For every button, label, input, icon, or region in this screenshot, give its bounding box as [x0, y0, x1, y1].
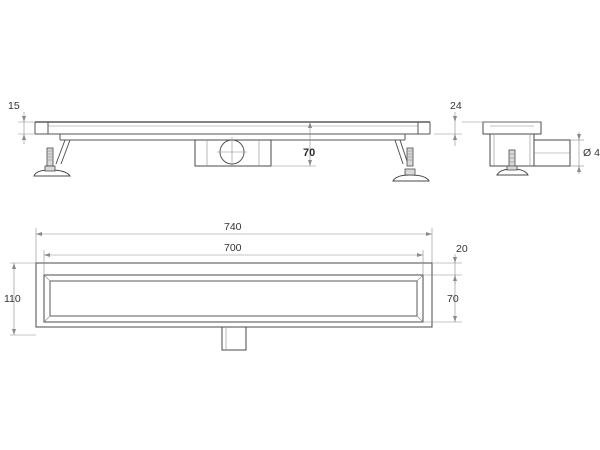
dim-arrow: [426, 232, 432, 236]
side-right-leg-strut2: [394, 139, 404, 165]
dim-arrow: [22, 134, 26, 140]
end-top-plate: [482, 121, 542, 135]
dim-label-diameter-40: Ø 40: [583, 147, 600, 159]
dim-arrow: [417, 253, 423, 257]
top-grate-corner: [43, 315, 51, 323]
dim-arrow: [453, 257, 457, 263]
side-right-leg: [392, 139, 430, 182]
top-grate-corner: [416, 274, 424, 282]
top-grate-inner: [49, 280, 418, 317]
end-view: 24 Ø 40: [434, 100, 600, 176]
end-dim-outlet-diameter: Ø 40: [570, 132, 600, 174]
side-dim-grate-height: 15: [8, 100, 35, 144]
side-dim-outlet-height: 70: [271, 122, 316, 167]
dim-arrow: [308, 160, 312, 166]
top-outer-flange: [35, 262, 433, 328]
dim-arrow: [453, 316, 457, 322]
end-dim-total-height: 24: [434, 100, 541, 146]
end-leg-nut: [506, 165, 518, 171]
top-outlet: [221, 326, 247, 351]
side-left-leg-nut: [44, 165, 56, 172]
top-grate-corner: [43, 274, 51, 282]
dim-arrow: [44, 253, 50, 257]
dim-arrow: [453, 116, 457, 122]
top-dim-grate-length: 700: [43, 242, 424, 275]
dim-arrow: [453, 134, 457, 140]
dim-label-740: 740: [224, 221, 242, 233]
dim-arrow: [308, 122, 312, 128]
dim-label-24: 24: [450, 100, 462, 112]
side-outlet-box: [194, 139, 272, 167]
top-dim-overall-length: 740: [35, 221, 433, 263]
top-dim-overall-width: 110: [4, 262, 36, 336]
top-grate-corner: [416, 315, 424, 323]
dim-label-700: 700: [224, 242, 242, 254]
dim-label-110: 110: [4, 293, 21, 305]
dim-arrow: [577, 166, 581, 172]
dim-label-70-side: 70: [303, 147, 315, 159]
dim-arrow: [22, 116, 26, 122]
dim-label-15: 15: [8, 100, 20, 112]
dim-arrow: [36, 232, 42, 236]
side-left-leg-strut: [55, 139, 66, 165]
top-grate-outer: [43, 274, 424, 323]
top-view: 740 700 110 20: [4, 221, 468, 351]
dim-arrow: [577, 134, 581, 140]
dim-arrow: [12, 329, 16, 335]
dim-label-20: 20: [456, 243, 468, 255]
dim-arrow: [12, 263, 16, 269]
side-view: 15 70: [8, 100, 431, 182]
side-right-leg-nut: [404, 168, 416, 176]
side-right-leg-foot: [392, 174, 430, 182]
side-left-leg-strut2: [60, 139, 71, 165]
dim-label-70-top: 70: [447, 293, 459, 305]
top-dim-grate-width: 70: [423, 275, 462, 323]
side-left-leg: [33, 139, 71, 177]
end-leg-screw: [508, 149, 516, 169]
